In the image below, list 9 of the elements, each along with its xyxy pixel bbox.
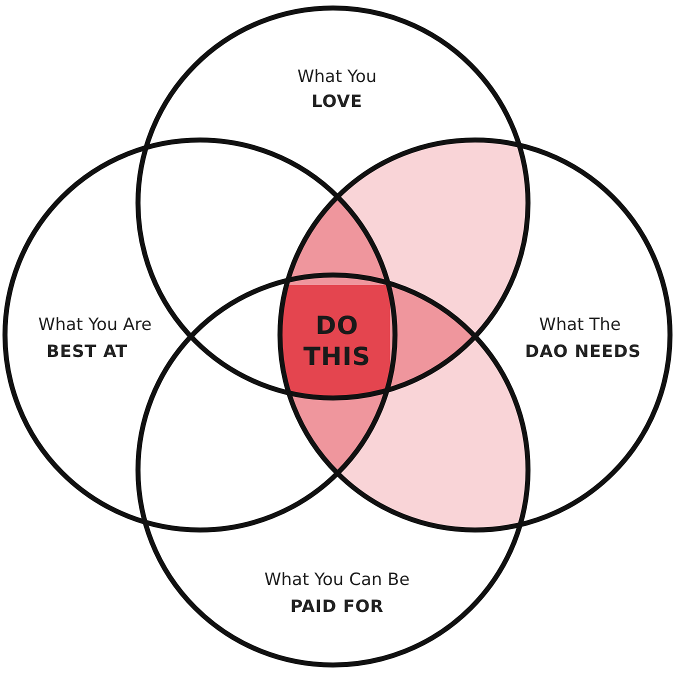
center-label: DO THIS [302, 310, 372, 372]
caption-text: What You Are [38, 315, 152, 335]
caption-text: What The [539, 315, 621, 335]
caption-text: What You Can Be [264, 570, 410, 590]
bold-label: BEST AT [46, 342, 128, 362]
caption-text: What You [297, 67, 377, 87]
bold-label: PAID FOR [290, 597, 384, 617]
bold-label: DAO NEEDS [525, 342, 641, 362]
bold-label: LOVE [312, 92, 362, 112]
